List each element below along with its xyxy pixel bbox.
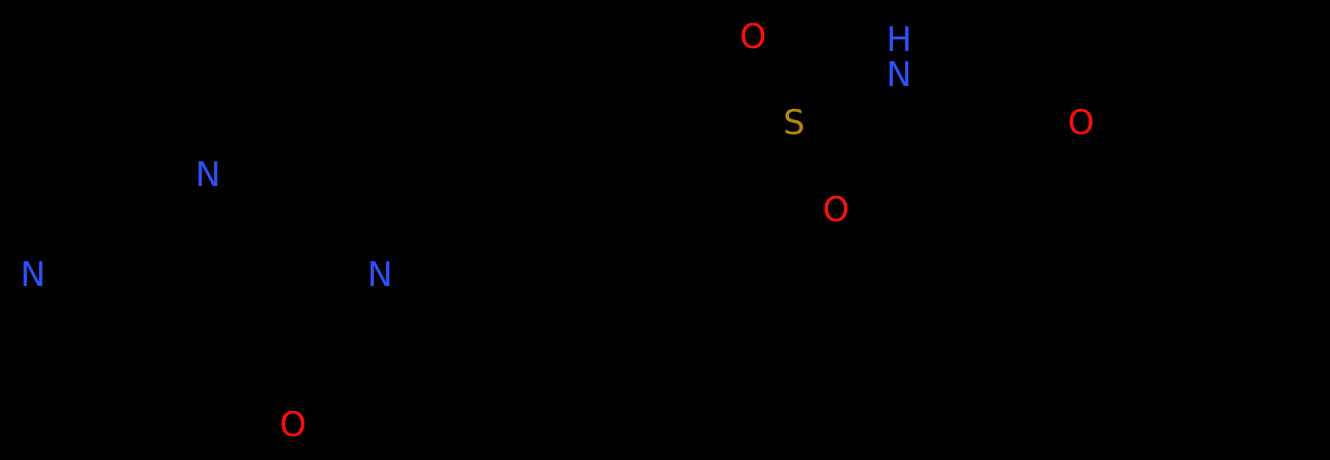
atom-label-n: N [886,55,912,95]
atom-label-o: O [1067,103,1095,143]
atom-label-n: N [195,155,221,195]
atom-label-o: O [822,190,850,230]
atom-label-o: O [279,405,307,445]
atom-label-h: H [886,20,912,60]
atom-label-n: N [20,255,46,295]
atom-label-o: O [739,17,767,57]
atom-label-s: S [783,103,805,143]
atom-label-n: N [367,255,393,295]
